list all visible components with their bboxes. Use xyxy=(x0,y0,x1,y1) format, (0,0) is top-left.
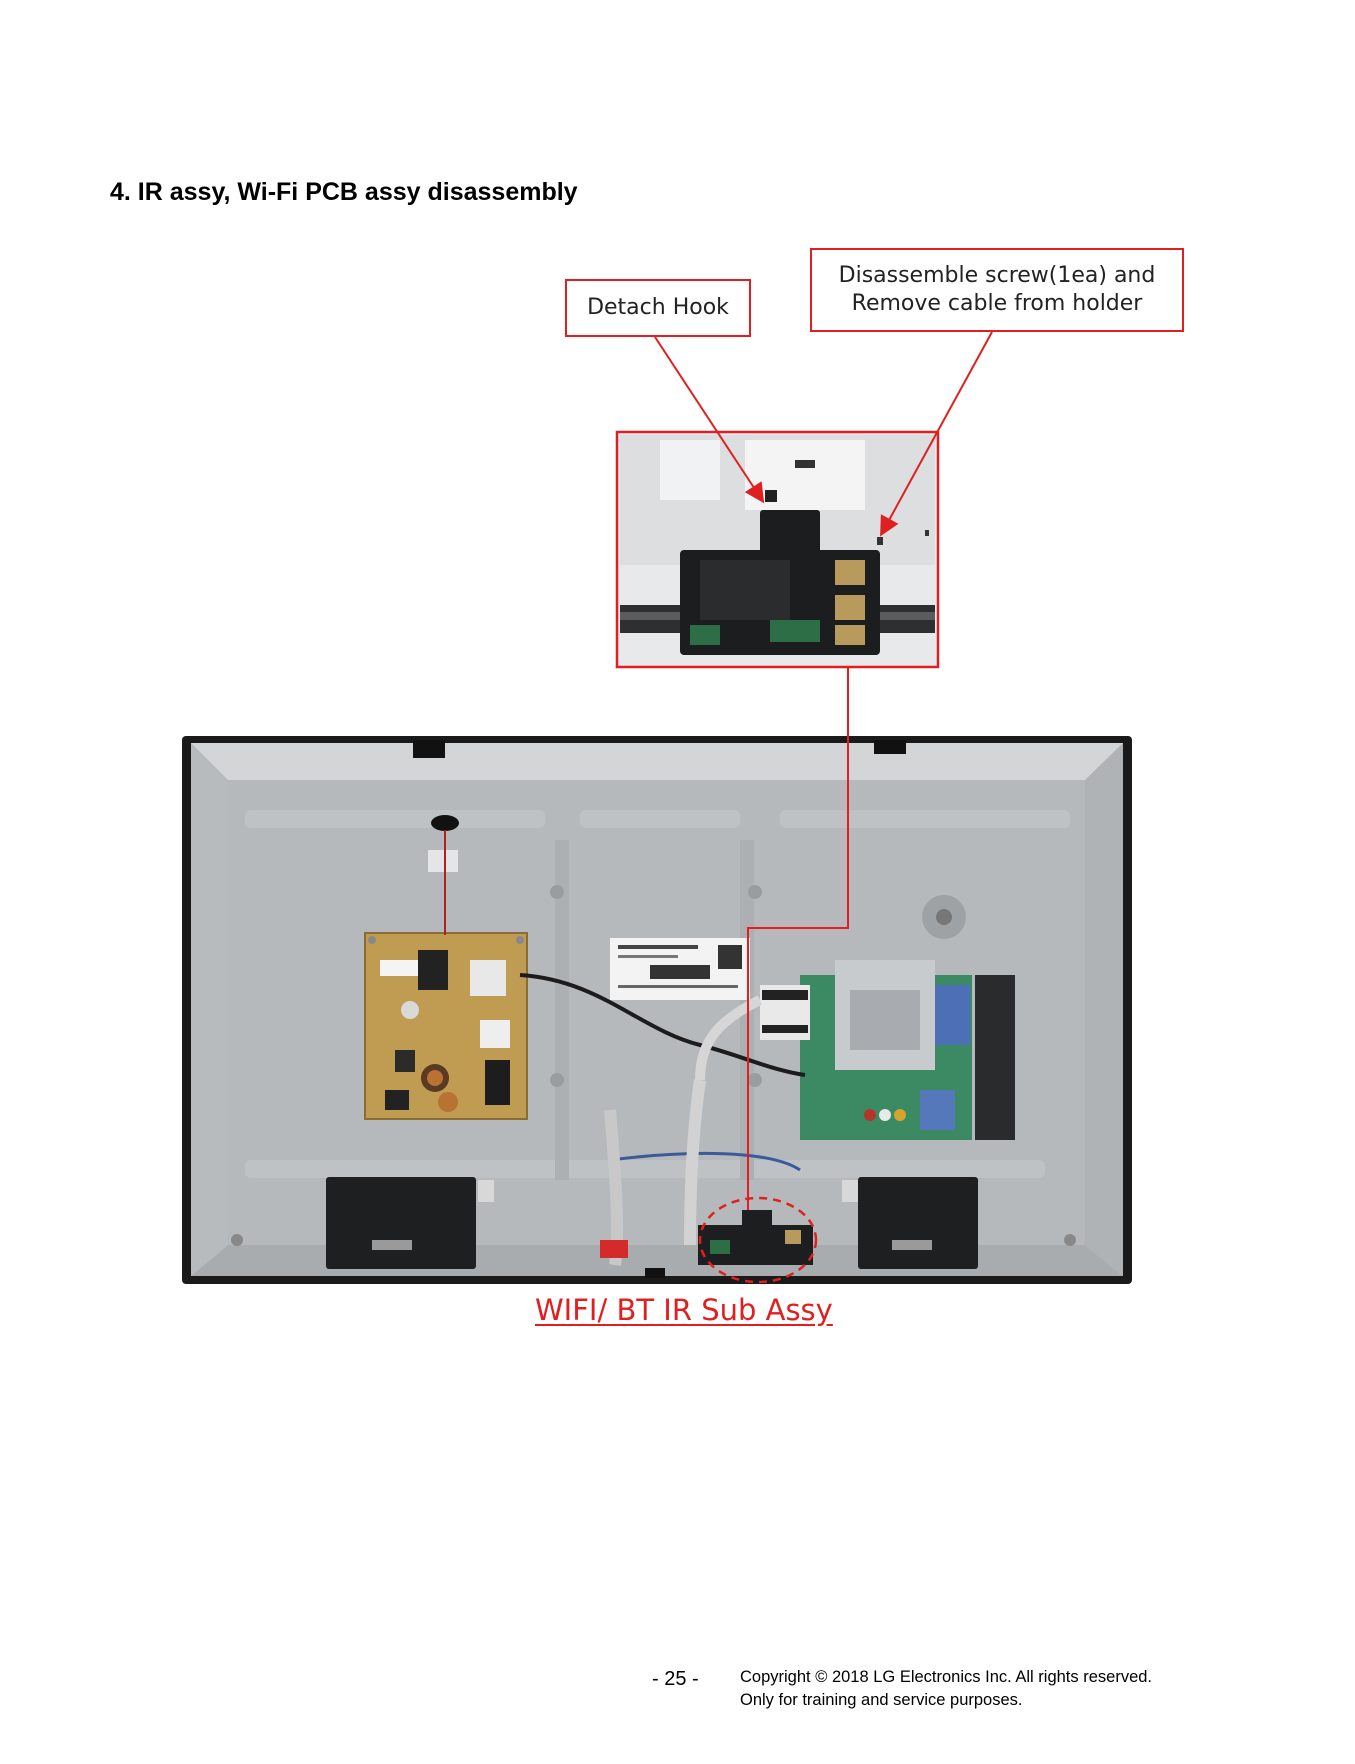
copyright-line1: Copyright © 2018 LG Electronics Inc. All… xyxy=(740,1668,1153,1686)
screw-arrow xyxy=(880,331,993,537)
zoom-inset-photo xyxy=(617,432,938,667)
inset-connector-line xyxy=(747,667,849,1210)
disassemble-screw-label-line1: Disassemble screw(1ea) and xyxy=(838,263,1156,288)
disassemble-screw-callout: Disassemble screw(1ea) and Remove cable … xyxy=(810,248,1184,332)
sub-assy-label: WIFI/ BT IR Sub Assy xyxy=(535,1293,833,1327)
copyright-line2: Only for training and service purposes. xyxy=(740,1691,1023,1709)
section-title: 4. IR assy, Wi-Fi PCB assy disassembly xyxy=(110,178,578,206)
hook-arrow xyxy=(654,336,765,504)
power-supply-board xyxy=(364,932,528,1120)
wifi-bt-ir-sub-board xyxy=(600,1210,813,1278)
copyright-notice: Copyright © 2018 LG Electronics Inc. All… xyxy=(740,1666,1152,1712)
detach-hook-label: Detach Hook xyxy=(587,295,729,320)
zoom-inset-frame xyxy=(615,430,940,669)
product-label-sticker xyxy=(610,938,750,1000)
speakers xyxy=(326,1177,978,1269)
detach-hook-callout: Detach Hook xyxy=(565,279,751,337)
page-number: - 25 - xyxy=(652,1668,699,1690)
main-board xyxy=(760,960,1015,1140)
sub-assy-highlight-circle xyxy=(698,1196,818,1284)
disassemble-screw-label-line2: Remove cable from holder xyxy=(851,291,1143,316)
